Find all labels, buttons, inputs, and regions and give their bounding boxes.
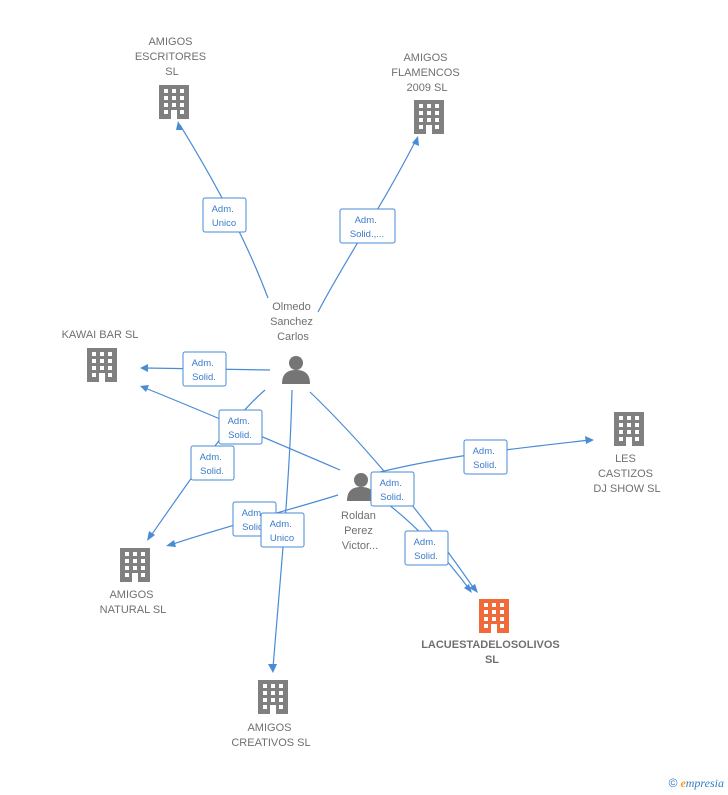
building-icon <box>414 100 444 134</box>
arrowhead <box>412 136 419 146</box>
company-label: AMIGOS FLAMENCOS 2009 SL <box>391 52 463 94</box>
company-node-castizos[interactable]: LES CASTIZOS DJ SHOW SL <box>593 412 661 495</box>
company-node-kawai[interactable]: KAWAI BAR SL <box>62 329 139 382</box>
svg-text:Adm. Solid.: Adm. Solid. <box>473 446 498 471</box>
person-node-roldan[interactable]: Roldan Perez Victor... <box>341 473 379 552</box>
company-node-escritores[interactable]: AMIGOS ESCRITORES SL <box>135 36 209 119</box>
arrowhead <box>166 540 176 547</box>
role-box-olmedo-natural[interactable]: Adm. Solid. <box>190 445 235 481</box>
svg-text:Adm. Solid.: Adm. Solid. <box>228 416 253 441</box>
role-box-olmedo-flamencos[interactable]: Adm. Solid.,... <box>339 208 396 244</box>
role-box-roldan-kawai[interactable]: Adm. Solid. <box>218 409 263 445</box>
role-box-olmedo-escritores[interactable]: Adm. Unico <box>202 197 247 233</box>
role-box-olmedo-creativos[interactable]: Adm. Unico <box>260 512 305 548</box>
building-icon <box>258 680 288 714</box>
company-label: AMIGOS CREATIVOS SL <box>231 722 310 749</box>
building-icon <box>120 548 150 582</box>
copyright-symbol: © <box>668 776 678 790</box>
company-label: LES CASTIZOS DJ SHOW SL <box>593 453 660 495</box>
company-node-creativos[interactable]: AMIGOS CREATIVOS SL <box>231 680 311 749</box>
role-box-roldan-lacuesta[interactable]: Adm. Solid. <box>404 530 449 566</box>
arrowhead <box>268 664 277 673</box>
company-label: AMIGOS NATURAL SL <box>100 589 167 616</box>
svg-text:Adm. Solid.: Adm. Solid. <box>192 358 217 383</box>
company-node-natural[interactable]: AMIGOS NATURAL SL <box>100 548 167 616</box>
svg-text:Adm. Unico: Adm. Unico <box>270 519 295 544</box>
company-label: AMIGOS ESCRITORES SL <box>135 36 209 78</box>
svg-text:Adm. Solid.: Adm. Solid. <box>414 537 439 562</box>
svg-text:Adm. Solid.: Adm. Solid. <box>380 478 405 503</box>
arrowhead <box>585 436 594 444</box>
arrowhead <box>464 584 472 593</box>
arrowhead <box>140 385 149 392</box>
building-icon <box>614 412 644 446</box>
svg-text:Adm. Unico: Adm. Unico <box>212 204 237 229</box>
person-node-olmedo[interactable]: Olmedo Sanchez Carlos <box>270 301 316 384</box>
company-node-flamencos[interactable]: AMIGOS FLAMENCOS 2009 SL <box>391 52 463 134</box>
role-box-roldan-castizos[interactable]: Adm. Solid. <box>463 439 508 475</box>
brand-name: mpresia <box>685 776 724 790</box>
svg-text:Adm. Solid.: Adm. Solid. <box>200 452 225 477</box>
svg-text:Adm. Solid.,...: Adm. Solid.,... <box>350 215 384 240</box>
company-label: KAWAI BAR SL <box>62 329 139 341</box>
brand-initial: e <box>680 776 686 790</box>
arrowhead <box>140 364 148 372</box>
person-icon <box>282 356 310 384</box>
company-label: LACUESTADELOSOLIVOS SL <box>421 639 563 666</box>
building-icon <box>479 599 509 633</box>
svg-text:Adm. Solid.: Adm. Solid. <box>242 508 267 533</box>
empresia-watermark: © empresia <box>669 776 724 791</box>
role-box-olmedo-kawai[interactable]: Adm. Solid. <box>182 351 227 387</box>
person-label: Roldan Perez Victor... <box>341 510 379 552</box>
arrowhead <box>147 531 155 541</box>
arrowhead <box>176 121 183 130</box>
building-icon <box>87 348 117 382</box>
company-node-lacuesta[interactable]: LACUESTADELOSOLIVOS SL <box>421 599 563 666</box>
role-box-olmedo-lacuesta[interactable]: Adm. Solid. <box>370 471 415 507</box>
person-label: Olmedo Sanchez Carlos <box>270 301 316 343</box>
building-icon <box>159 85 189 119</box>
arrowhead <box>469 584 478 593</box>
